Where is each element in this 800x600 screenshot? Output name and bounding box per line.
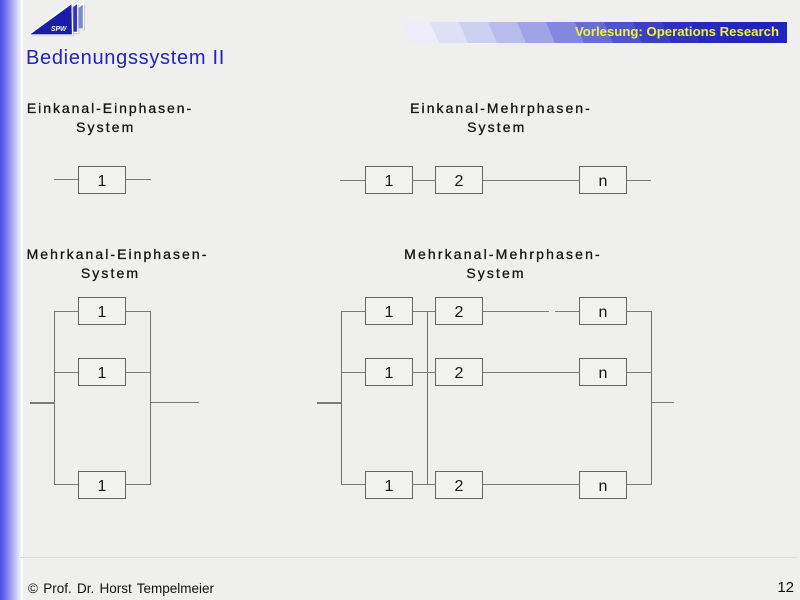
svg-text:SPW: SPW: [51, 24, 68, 33]
svg-text:Vorlesung: Operations Research: Vorlesung: Operations Research: [575, 24, 779, 39]
